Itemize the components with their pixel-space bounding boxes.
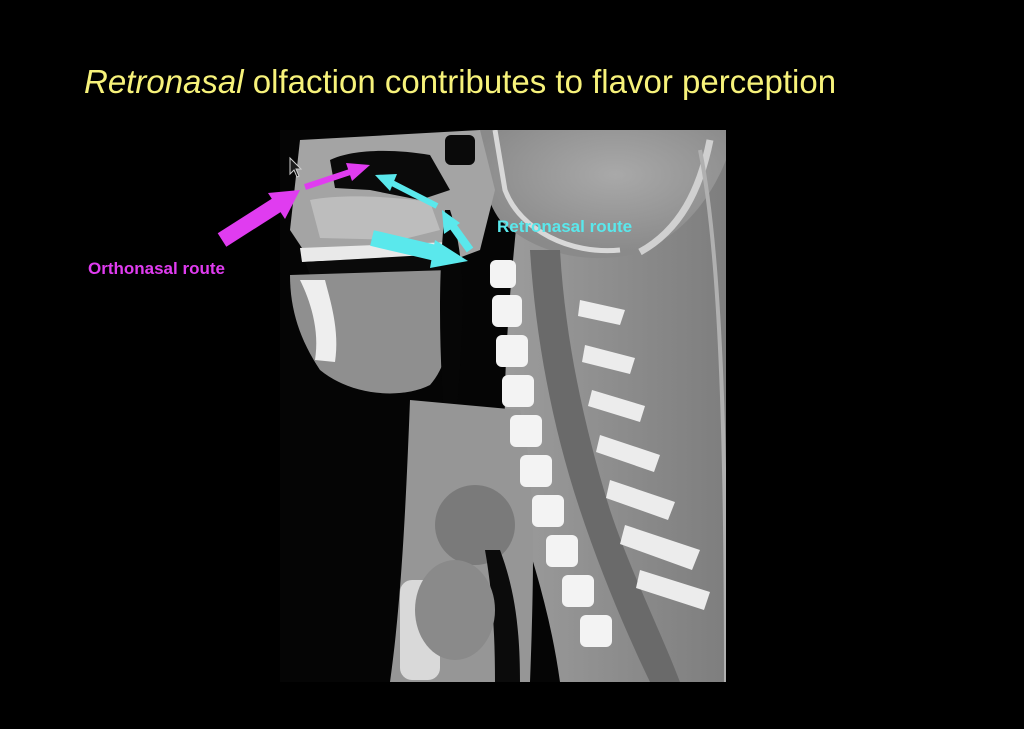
mandible [300,280,337,362]
spinal-canal [530,250,680,682]
cervical-vertebrae [490,260,612,647]
spinous-process [578,300,625,325]
spinous-process [636,570,710,610]
vertebra-c6 [520,455,552,487]
tongue [290,270,454,394]
ct-scan-image [280,130,726,682]
orthonasal-arrow-shaft [217,196,285,247]
vertebra-c7 [532,495,564,527]
vertebra-c2 [492,295,522,327]
spinous-process [606,480,675,520]
skull-base [492,130,621,254]
nasal-turbinates [310,196,440,240]
spinous-process [596,435,660,472]
spinous-processes [578,300,710,610]
slide-title: Retronasal olfaction contributes to flav… [84,58,836,106]
spinous-process [620,525,700,570]
chest-soft-tissue [415,560,495,660]
title-italic-word: Retronasal [84,63,244,100]
vertebra-c3 [496,335,528,367]
posterior-skin [698,149,726,682]
occipital-bone [638,139,714,256]
vertebra-c1 [490,260,516,288]
thyroid-region [435,485,515,565]
spinous-process [582,345,635,374]
title-rest: olfaction contributes to flavor percepti… [243,63,837,100]
vertebra-t3 [580,615,612,647]
brain-region [480,130,726,259]
retronasal-route-label: Retronasal route [497,217,633,236]
vertebra-t2 [562,575,594,607]
vertebra-c4 [502,375,534,407]
vertebra-t1 [546,535,578,567]
spinous-process [588,390,645,422]
ct-scan-svg [280,130,726,682]
sinus-air [445,135,475,165]
vertebra-c5 [510,415,542,447]
orthonasal-route-label: Orthonasal route [88,259,225,278]
trachea [485,550,520,682]
